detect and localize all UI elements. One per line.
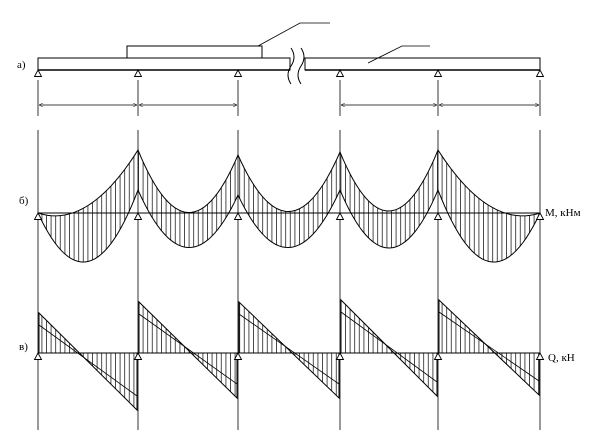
moment-upper-curve — [37, 148, 541, 217]
support-5 — [433, 69, 443, 77]
shear-diagram: в) Q, кН — [19, 298, 575, 412]
distributed-load-left — [37, 57, 291, 71]
shear-support-marker-2 — [133, 352, 143, 360]
support-6 — [535, 69, 545, 77]
support-group — [33, 69, 545, 77]
label-v: в) — [19, 341, 28, 353]
break-mark-left — [287, 47, 295, 85]
shear-span-3-inner-line — [238, 313, 340, 385]
leader-line-distributed-load — [367, 45, 430, 64]
shear-span-4-inner-line — [340, 311, 438, 383]
label-b: б) — [19, 195, 29, 207]
shear-support-marker-4 — [335, 352, 345, 360]
moment-diagram: б) М, кНм — [19, 148, 581, 263]
shear-support-marker-3 — [233, 352, 243, 360]
support-2 — [133, 69, 143, 77]
shear-span-2-inner-line — [138, 313, 238, 385]
shear-span-1 — [38, 311, 138, 412]
leader-line-additional-load — [257, 22, 330, 47]
moment-support-marker-3 — [233, 212, 243, 220]
moment-support-marker-6 — [535, 212, 545, 220]
shear-axis-label: Q, кН — [548, 352, 575, 364]
shear-support-marker-5 — [433, 352, 443, 360]
support-4 — [335, 69, 345, 77]
moment-support-marker-1 — [33, 212, 43, 220]
moment-hatch — [38, 150, 540, 262]
moment-axis-label: М, кНм — [545, 207, 581, 219]
shear-span-2 — [138, 300, 238, 400]
support-3 — [233, 69, 243, 77]
beam-scheme: а) — [17, 22, 545, 116]
moment-support-markers — [33, 212, 545, 220]
shear-span-4 — [340, 298, 438, 398]
shear-support-marker-6 — [535, 352, 545, 360]
additional-load — [126, 45, 263, 59]
shear-envelope — [38, 298, 540, 412]
moment-lower-curve — [37, 188, 541, 263]
span-dimension-lines — [37, 80, 541, 116]
shear-support-marker-1 — [33, 352, 43, 360]
shear-span-1-inner-line — [38, 324, 138, 397]
shear-span-5 — [438, 298, 540, 397]
moment-support-marker-5 — [433, 212, 443, 220]
shear-support-markers — [33, 352, 545, 360]
moment-support-marker-2 — [133, 212, 143, 220]
distributed-load-right — [304, 57, 541, 71]
support-1 — [33, 69, 43, 77]
moment-envelope — [37, 148, 541, 263]
break-mark-right — [297, 47, 305, 85]
moment-support-marker-4 — [335, 212, 345, 220]
shear-span-5-inner-line — [438, 311, 540, 382]
shear-span-3 — [238, 300, 340, 400]
label-a: а) — [17, 59, 26, 71]
